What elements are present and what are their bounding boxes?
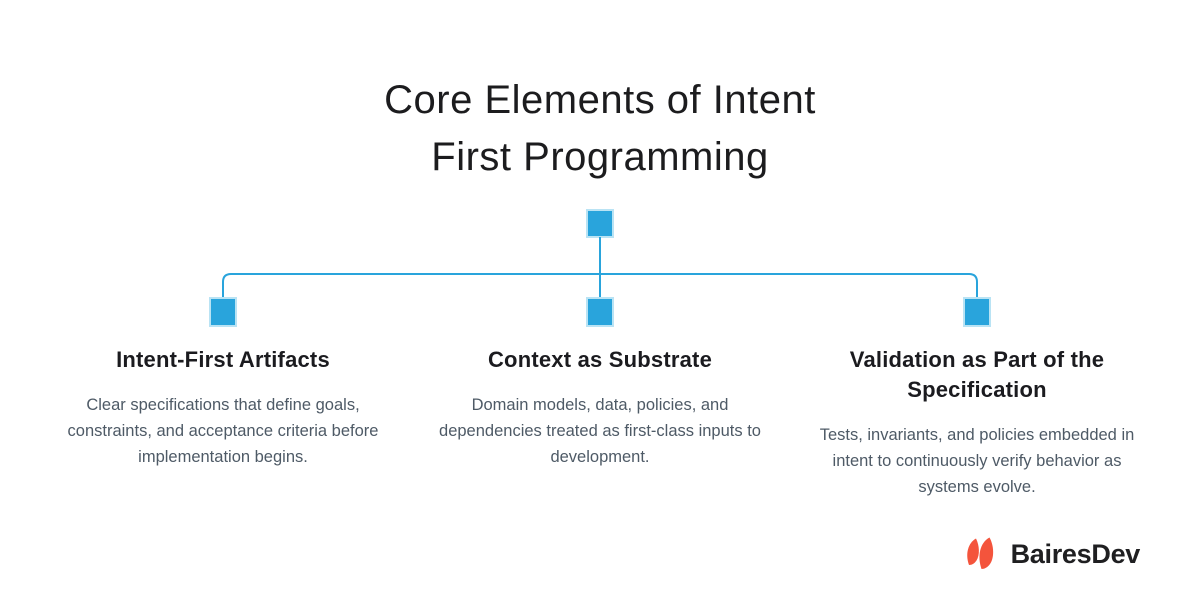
branch-edge bbox=[222, 273, 978, 298]
bairesdev-logo-text: BairesDev bbox=[1010, 538, 1141, 569]
column-description: Clear specifications that define goals, … bbox=[67, 396, 379, 466]
tree-root-node-icon bbox=[586, 209, 614, 238]
column-intent-first-artifacts: Intent-First Artifacts Clear specificati… bbox=[53, 345, 393, 470]
tree-node-right-icon bbox=[963, 297, 991, 327]
tree-node-center-icon bbox=[586, 297, 614, 327]
column-context-as-substrate: Context as Substrate Domain models, data… bbox=[430, 345, 770, 470]
tree-connector bbox=[209, 209, 991, 327]
tree-node-left-icon bbox=[209, 297, 237, 327]
columns-row: Intent-First Artifacts Clear specificati… bbox=[0, 345, 1200, 515]
bairesdev-logo: BairesDev bbox=[964, 536, 1140, 572]
page-title-line-1: Core Elements of Intent bbox=[384, 78, 816, 122]
column-validation-specification: Validation as Part of the Specification … bbox=[802, 345, 1152, 500]
logo-petal-left bbox=[966, 538, 979, 565]
logo-petal-right bbox=[979, 537, 993, 569]
column-description: Domain models, data, policies, and depen… bbox=[439, 396, 761, 466]
page-title: Core Elements of Intent First Programmin… bbox=[0, 72, 1200, 186]
column-title: Context as Substrate bbox=[487, 347, 713, 372]
page-title-line-2: First Programming bbox=[431, 135, 769, 179]
column-description: Tests, invariants, and policies embedded… bbox=[819, 426, 1135, 496]
column-title: Intent-First Artifacts bbox=[116, 347, 330, 372]
column-title: Validation as Part of the Specification bbox=[849, 347, 1105, 402]
bairesdev-logo-icon bbox=[966, 537, 993, 569]
